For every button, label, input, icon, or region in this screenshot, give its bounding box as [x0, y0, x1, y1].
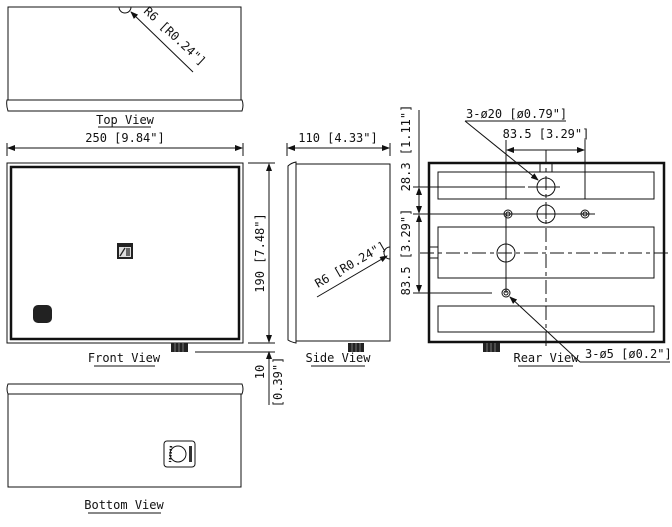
bottom-view-label: Bottom View [84, 498, 164, 512]
side-radius-label: R6 [R0.24"] [313, 239, 389, 291]
connector-icon [483, 343, 500, 352]
rear-view: 83.5 [3.29"] 28.3 [1.11"] 83.5 [3.29"] 3… [399, 105, 672, 367]
side-bezel [287, 161, 297, 344]
side-radius-leader [316, 255, 388, 298]
hole-cross [501, 209, 551, 258]
bottom-body [7, 393, 242, 488]
top-radius-arc [118, 6, 132, 14]
foot-height-inch-label: [0.39"] [271, 357, 285, 408]
connector-icon [171, 343, 188, 352]
front-view-label: Front View [88, 351, 161, 365]
top-view-flange [6, 99, 244, 112]
speaker-grille-icon [33, 305, 52, 323]
top-radius-leader [130, 11, 194, 73]
bottom-view: Bottom View [6, 383, 244, 514]
rear-top-offset-label: 28.3 [1.11"] [399, 105, 413, 192]
small-hole [580, 209, 590, 219]
front-view: Front View [6, 162, 244, 367]
rear-view-label: Rear View [513, 351, 579, 365]
small-hole [501, 288, 511, 298]
large-holes-leader [464, 120, 539, 181]
front-panel [9, 165, 241, 341]
large-hole [536, 204, 556, 224]
display-icon [117, 243, 133, 259]
top-view-body [7, 6, 242, 101]
small-holes-callout: 3-ø5 [ø0.2"] [585, 347, 672, 361]
front-outer-frame [6, 162, 244, 344]
top-view: R6 [R0.24"] Top View [6, 4, 244, 128]
top-view-label: Top View [96, 113, 155, 127]
top-radius-label: R6 [R0.24"] [141, 4, 209, 68]
foot-height-label: 10 [253, 365, 267, 379]
large-hole [536, 177, 556, 197]
side-radius-arc [383, 246, 391, 260]
large-holes-callout: 3-ø20 [ø0.79"] [466, 107, 567, 121]
connector-icon [348, 343, 364, 352]
large-hole [496, 243, 516, 263]
depth-dimension-label: 110 [4.33"] [298, 131, 377, 145]
width-dimension-label: 250 [9.84"] [85, 131, 164, 145]
knob-icon [163, 440, 196, 468]
small-hole [503, 209, 513, 219]
side-body [296, 163, 391, 342]
bottom-flange [6, 383, 244, 395]
side-view-label: Side View [305, 351, 371, 365]
rear-hole-spacing-h-label: 83.5 [3.29"] [503, 127, 590, 141]
height-dimension-label: 190 [7.48"] [253, 213, 267, 292]
side-view: 110 [4.33"] R6 [R0.24"] Side View [286, 131, 391, 367]
rear-hole-spacing-v-label: 83.5 [3.29"] [399, 209, 413, 296]
small-holes-leader [509, 296, 581, 363]
